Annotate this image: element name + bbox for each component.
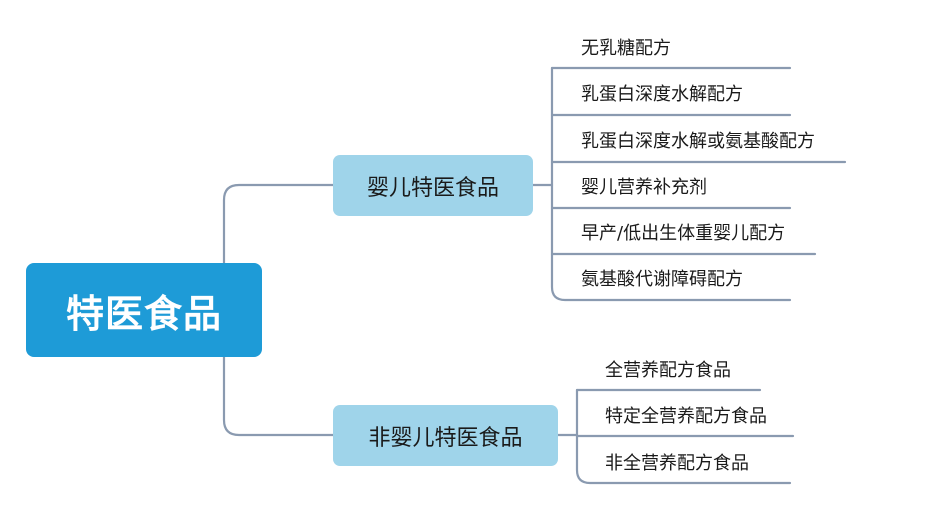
leaf-node[interactable]: 乳蛋白深度水解配方 xyxy=(581,84,743,105)
leaf-node[interactable]: 无乳糖配方 xyxy=(581,38,671,59)
leaf-node[interactable]: 婴儿营养补充剂 xyxy=(581,177,707,198)
root-node[interactable]: 特医食品 xyxy=(26,263,262,357)
branch-node-non-infant[interactable]: 非婴儿特医食品 xyxy=(333,405,558,466)
leaf-node[interactable]: 特定全营养配方食品 xyxy=(605,406,767,427)
connector-root-branch-2 xyxy=(222,355,335,437)
leaf-node[interactable]: 全营养配方食品 xyxy=(605,360,731,381)
branch-label: 非婴儿特医食品 xyxy=(368,425,523,451)
leaf-node[interactable]: 氨基酸代谢障碍配方 xyxy=(581,269,743,290)
connector-branch-1-spine xyxy=(550,66,792,302)
branch-label: 婴儿特医食品 xyxy=(366,175,499,201)
root-label: 特医食品 xyxy=(65,291,222,336)
leaf-node[interactable]: 早产/低出生体重婴儿配方 xyxy=(581,223,786,244)
connector-root-branch-1 xyxy=(222,183,335,265)
leaf-node[interactable]: 乳蛋白深度水解或氨基酸配方 xyxy=(581,131,815,152)
branch-node-infant[interactable]: 婴儿特医食品 xyxy=(333,155,533,216)
connector-branch-2-spine xyxy=(575,388,792,485)
leaf-node[interactable]: 非全营养配方食品 xyxy=(605,453,749,474)
